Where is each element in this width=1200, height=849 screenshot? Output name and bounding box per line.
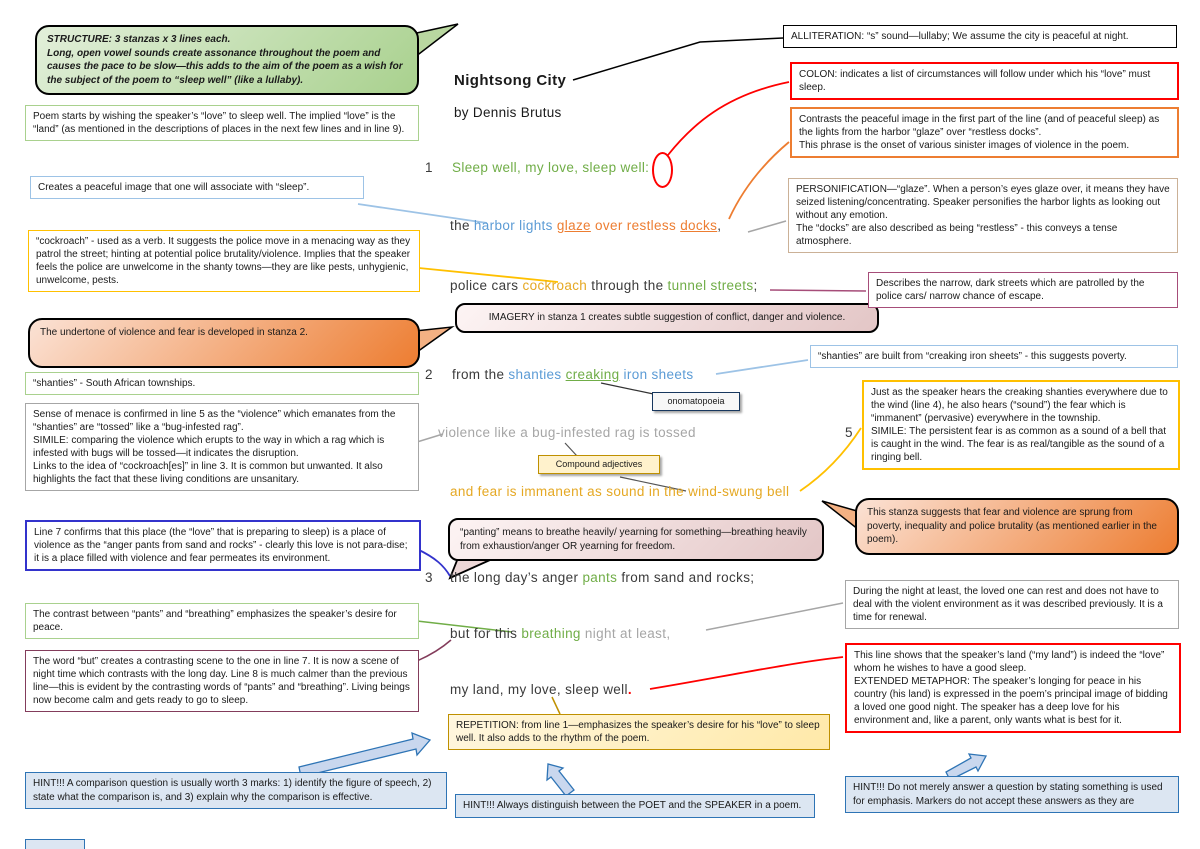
connector-shanties-built [715, 359, 809, 375]
connector-extended-metaphor [649, 656, 844, 690]
poem-text: police cars [450, 278, 523, 293]
poem-line-7: the long day’s anger pants from sand and… [450, 570, 754, 585]
poem-text: my land, my love, sleep well [450, 682, 628, 697]
annotation-contrast-glaze: Contrasts the peaceful image in the firs… [790, 107, 1179, 158]
connector-renewal [705, 602, 844, 631]
stanza-fear-bubble-tail [821, 500, 860, 532]
poem-text-line5: violence like a bug-infested rag is toss… [438, 425, 696, 440]
annotation-tunnel-streets: Describes the narrow, dark streets which… [868, 272, 1178, 308]
word-docks: docks [680, 218, 718, 233]
annotation-menace: Sense of menace is confirmed in line 5 a… [25, 403, 419, 491]
poem-text: ; [753, 278, 758, 293]
stanza-number-1: 1 [425, 160, 433, 175]
poem-line-8: but for this breathing night at least, [450, 626, 670, 641]
annotation-personification: PERSONIFICATION—“glaze”. When a person’s… [788, 178, 1178, 253]
poem-text: from sand and rocks; [617, 570, 755, 585]
connector-but [416, 639, 452, 662]
connector-tunnel [769, 289, 867, 292]
word-glaze: glaze [556, 218, 591, 233]
poem-text: , [717, 218, 722, 233]
hint-poet-speaker: HINT!!! Always distinguish between the P… [455, 794, 815, 818]
word-tunnel-streets: tunnel streets [667, 278, 754, 293]
annotation-shanties-def: “shanties” - South African townships. [25, 372, 419, 395]
poem-text: night at least, [580, 626, 671, 641]
annotation-poem-start: Poem starts by wishing the speaker’s “lo… [25, 105, 419, 141]
poem-line-9: my land, my love, sleep well. [450, 682, 632, 697]
poem-line-5: violence like a bug-infested rag is toss… [438, 425, 696, 440]
hint-arrow-left [298, 731, 432, 778]
poem-text-line1: Sleep well, my love, sleep well: [452, 160, 650, 175]
word-breathing: breathing [521, 626, 581, 641]
annotation-contrast-pants: The contrast between “pants” and “breath… [25, 603, 419, 639]
line-number-5: 5 [845, 425, 853, 440]
poem-text: the long day’s anger [450, 570, 583, 585]
poem-line-3: police cars cockroach through the tunnel… [450, 278, 758, 293]
poem-text: the [450, 218, 474, 233]
annotation-structure: STRUCTURE: 3 stanzas x 3 lines each. Lon… [35, 25, 419, 95]
annotation-repetition: REPETITION: from line 1—emphasizes the s… [448, 714, 830, 750]
word-iron-sheets: iron sheets [619, 367, 694, 382]
annotation-renewal: During the night at least, the loved one… [845, 580, 1179, 629]
annotation-extended-metaphor: This line shows that the speaker’s land … [845, 643, 1181, 733]
hint-comparison: HINT!!! A comparison question is usually… [25, 772, 447, 809]
stanza-number-3: 3 [425, 570, 433, 585]
annotation-panting: “panting” means to breathe heavily/ year… [448, 518, 824, 561]
emphasis-circle-colon [652, 152, 673, 188]
word-creaking: creaking [565, 367, 620, 382]
connector-colon [667, 81, 790, 156]
label-onomatopoeia: onomatopoeia [652, 392, 740, 411]
poem-text: over restless [590, 218, 681, 233]
stanza-number-2: 2 [425, 367, 433, 382]
label-compound-adjectives: Compound adjectives [538, 455, 660, 474]
annotation-immanent: Just as the speaker hears the creaking s… [862, 380, 1180, 470]
hint-emphasis: HINT!!! Do not merely answer a question … [845, 776, 1179, 813]
connector-personification [747, 220, 787, 233]
word-harbor-lights: harbor lights [473, 218, 557, 233]
poem-line-6: and fear is immanent as sound in the win… [450, 484, 789, 499]
annotation-peaceful-image: Creates a peaceful image that one will a… [30, 176, 364, 199]
poem-text: from the [452, 367, 509, 382]
annotation-alliteration: ALLITERATION: “s” sound—lullaby; We assu… [783, 25, 1177, 48]
annotation-cockroach: “cockroach” - used as a verb. It suggest… [28, 230, 420, 292]
annotation-line7: Line 7 confirms that this place (the “lo… [25, 520, 421, 571]
undertone-bubble-tail [414, 325, 455, 354]
annotation-stanza-fear: This stanza suggests that fear and viole… [855, 498, 1179, 555]
poem-line-1: Sleep well, my love, sleep well: [452, 160, 649, 175]
poem-text-line6: and fear is immanent as sound in the win… [450, 484, 790, 499]
word-shanties: shanties [508, 367, 566, 382]
poem-line-2: the harbor lights glaze over restless do… [450, 218, 721, 233]
connector-line7 [416, 548, 451, 577]
connector-repetition [551, 696, 561, 715]
word-cockroach: cockroach [522, 278, 588, 293]
annotation-colon: COLON: indicates a list of circumstances… [790, 62, 1179, 100]
hint-arrow-center [546, 763, 575, 797]
poem-text: through the [587, 278, 668, 293]
hint-box-partial [25, 839, 85, 849]
poem-text: but for this [450, 626, 522, 641]
word-pants: pants [582, 570, 618, 585]
annotation-undertone: The undertone of violence and fear is de… [28, 318, 420, 368]
annotation-imagery: IMAGERY in stanza 1 creates subtle sugge… [455, 303, 879, 333]
annotation-shanties-built: “shanties” are built from “creaking iron… [810, 345, 1178, 368]
annotation-but-contrast: The word “but” creates a contrasting sce… [25, 650, 419, 712]
author: by Dennis Brutus [454, 105, 562, 120]
page-title: Nightsong City [454, 72, 567, 89]
poem-line-4: from the shanties creaking iron sheets [452, 367, 693, 382]
word-final-period: . [627, 682, 632, 697]
connector-alliteration [572, 37, 784, 81]
connector-glaze [728, 141, 790, 220]
